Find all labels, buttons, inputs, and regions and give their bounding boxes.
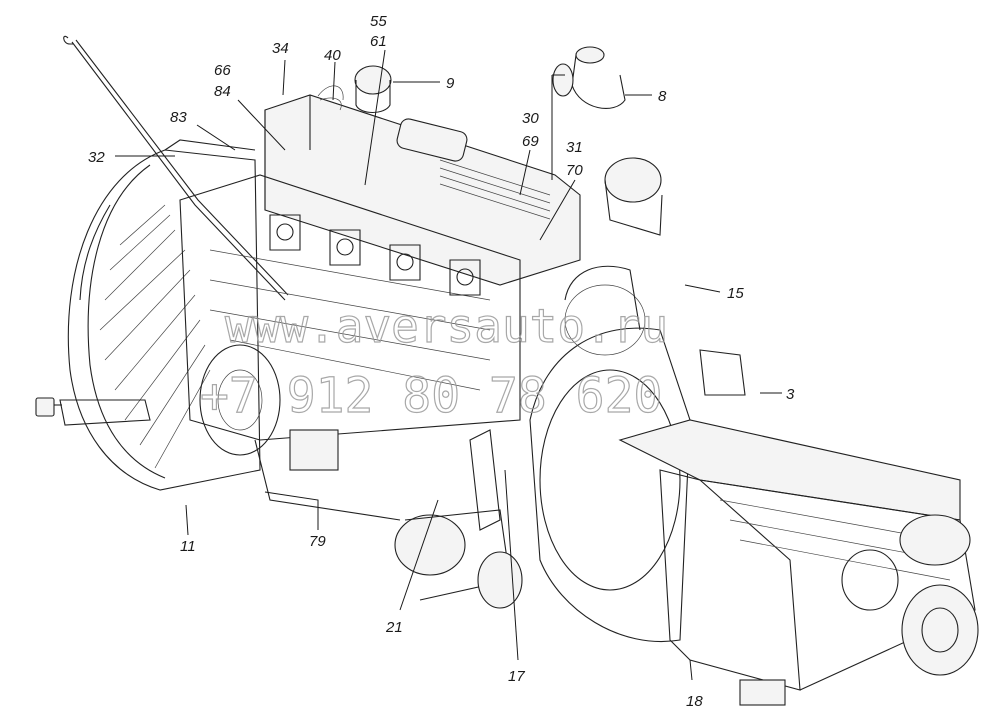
oil-dipstick <box>63 35 289 301</box>
callout-21: 21 <box>385 619 403 636</box>
callout-18: 18 <box>686 693 703 710</box>
bellhousing <box>529 265 691 642</box>
callout-83: 83 <box>170 109 187 126</box>
callout-15: 15 <box>727 285 744 302</box>
starter-motor <box>394 429 523 609</box>
callout-55: 55 <box>370 13 387 30</box>
intake-elbows <box>354 46 663 236</box>
callout-3: 3 <box>786 386 795 403</box>
leader-lines <box>115 49 782 681</box>
callout-30: 30 <box>522 110 539 127</box>
engine-block <box>179 85 581 521</box>
callout-34: 34 <box>272 40 289 57</box>
callout-84: 84 <box>214 83 231 100</box>
callout-labels: 55 61 34 40 9 66 84 8 83 30 69 31 70 32 … <box>88 13 795 710</box>
callout-8: 8 <box>658 88 667 105</box>
callout-69: 69 <box>522 133 539 150</box>
callout-70: 70 <box>566 162 583 179</box>
callout-17: 17 <box>508 668 525 685</box>
callout-61: 61 <box>370 33 387 50</box>
fan-shroud <box>35 139 281 491</box>
callout-79: 79 <box>309 533 326 550</box>
watermark-phone: +7 912 80 78 620 <box>200 368 662 424</box>
callout-31: 31 <box>566 139 583 156</box>
callout-9: 9 <box>446 75 455 92</box>
callout-32: 32 <box>88 149 105 166</box>
callout-11: 11 <box>180 538 196 555</box>
gearbox <box>618 349 979 706</box>
watermark-url: www.aversauto.ru <box>225 299 668 353</box>
callout-40: 40 <box>324 47 341 64</box>
callout-66: 66 <box>214 62 231 79</box>
